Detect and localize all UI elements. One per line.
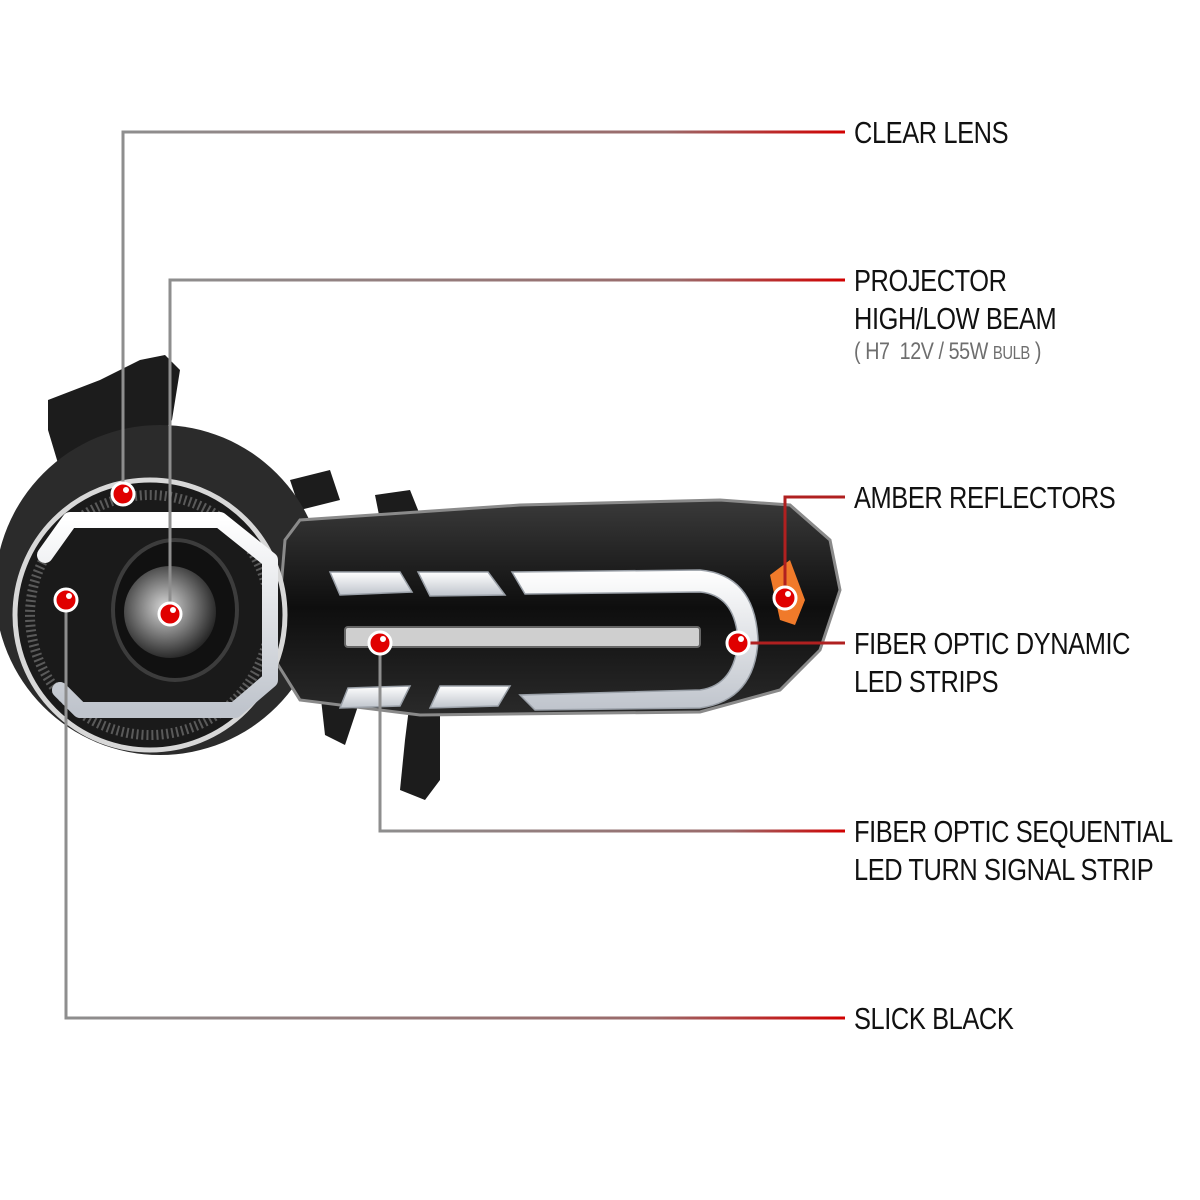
label-fiber-dynamic: FIBER OPTIC DYNAMIC LED STRIPS — [854, 626, 1131, 699]
callout-dot-slick-black — [53, 587, 79, 613]
halo-led — [37, 512, 278, 718]
label-clear-lens: CLEAR LENS — [854, 115, 1009, 150]
callout-dots — [53, 481, 798, 656]
callout-dot-clear-lens — [110, 481, 136, 507]
headlight-body — [273, 498, 842, 717]
callout-lines — [64, 130, 845, 1020]
sequential-turn-strip — [344, 626, 701, 648]
bulb-spec: ( H7 12V / 55W BULB ) — [854, 338, 1042, 365]
callout-dot-amber — [772, 585, 798, 611]
label-fiber-sequential: FIBER OPTIC SEQUENTIAL LED TURN SIGNAL S… — [854, 814, 1173, 887]
label-slick-black: SLICK BLACK — [854, 1001, 1014, 1036]
callout-dot-projector — [157, 601, 183, 627]
fiber-optic-led-strips — [328, 569, 759, 711]
callout-dot-sequential — [367, 630, 393, 656]
label-amber-reflectors: AMBER REFLECTORS — [854, 480, 1116, 515]
label-projector: PROJECTOR HIGH/LOW BEAM ( H7 12V / 55W B… — [854, 263, 1057, 365]
callout-dot-dynamic — [725, 630, 751, 656]
